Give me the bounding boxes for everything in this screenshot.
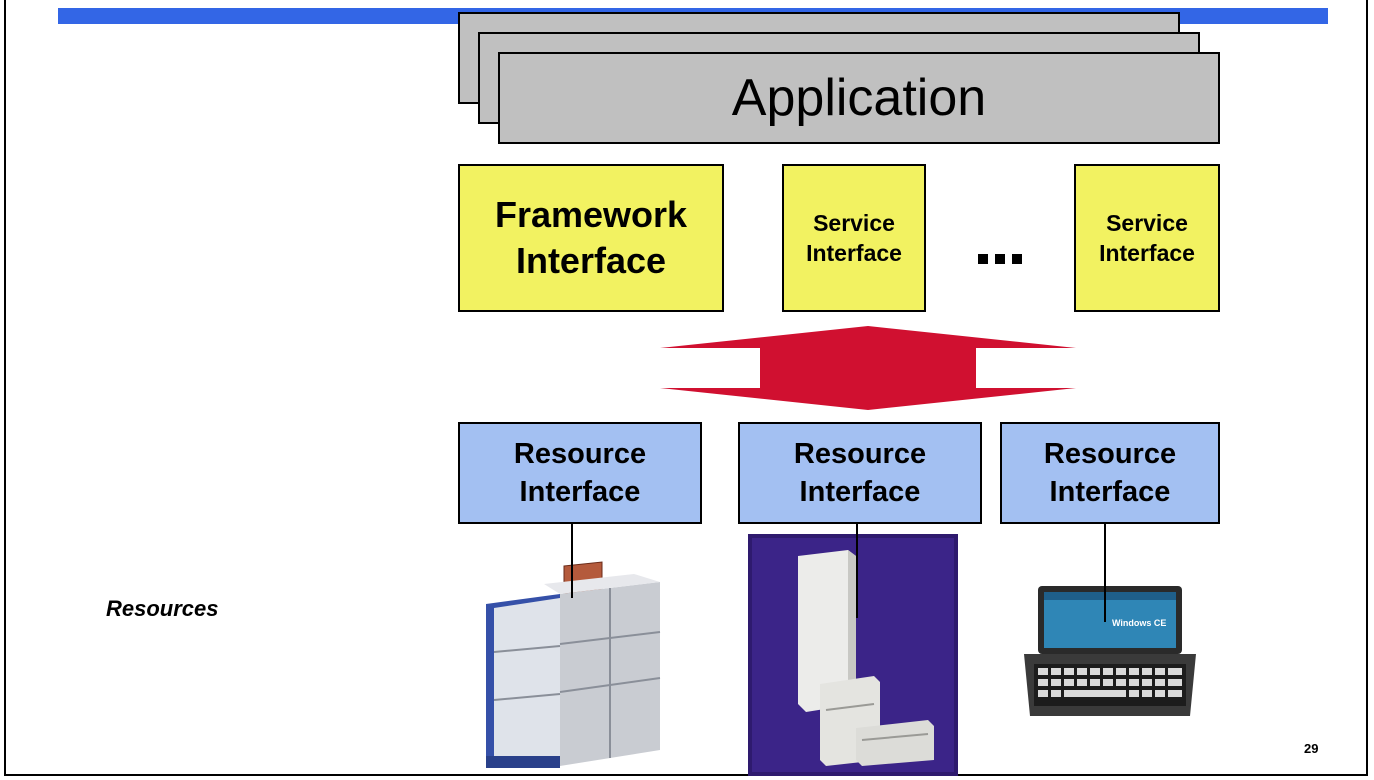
application-box: Application [498,52,1220,144]
slide-frame [4,0,1368,776]
resource-interface-1-line2: Interface [519,476,641,508]
service-interface-1-line1: Service [813,210,895,236]
double-arrow-icon [660,326,1076,410]
service-interface-2-line2: Interface [1099,240,1195,266]
resource-interface-2-line2: Interface [799,476,921,508]
resource-interface-1-line1: Resource [513,438,647,470]
framework-interface-line2: Interface [515,240,667,281]
connector-line-3 [1104,524,1106,622]
resources-label: Resources [106,596,219,621]
service-interface-2-line1: Service [1106,210,1188,236]
resource-interface-2-line1: Resource [793,438,927,470]
service-interface-1-line2: Interface [806,240,902,266]
ellipsis-icon [978,254,1022,264]
page-number: 29 [1304,741,1319,756]
connector-line-2 [856,524,858,618]
connector-line-1 [571,524,573,598]
resource-interface-3-line1: Resource [1043,438,1177,470]
storage-cabinet-icon [486,561,661,768]
application-label: Application [731,69,987,127]
device-screen-text: Windows CE [1112,618,1166,628]
resource-interface-3-line2: Interface [1049,476,1171,508]
handheld-device-icon: Windows CE [1024,586,1196,716]
server-tower-icon [748,534,958,776]
framework-interface-line1: Framework [494,194,688,235]
